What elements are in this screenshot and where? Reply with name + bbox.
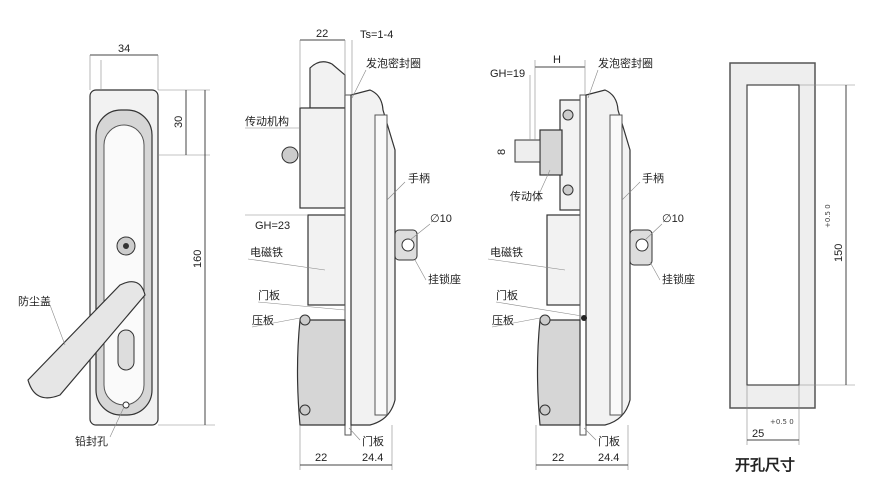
cutout-view: 150 +0.5 0 25 +0.5 0 开孔尺寸 bbox=[729, 62, 855, 474]
handle-label: 手柄 bbox=[408, 171, 430, 185]
diameter-dim: ∅10 bbox=[430, 213, 452, 225]
shaft-dim: 8 bbox=[496, 149, 508, 155]
gh-dim: GH=23 bbox=[255, 220, 290, 232]
handle-label: 手柄 bbox=[642, 171, 664, 185]
keyhole-lower bbox=[117, 329, 135, 371]
foam-seal-label: 发泡密封圈 bbox=[366, 56, 421, 70]
cutout-width-dim: 25 bbox=[752, 428, 764, 440]
bottom-dim-right: 24.4 bbox=[362, 452, 383, 464]
shaft bbox=[539, 129, 563, 176]
pressure-plate bbox=[536, 319, 581, 426]
cutout-opening bbox=[746, 84, 800, 386]
h-dim: H bbox=[553, 54, 561, 66]
front-view: 34 30 160 防尘盖 铅封孔 bbox=[18, 43, 215, 448]
door-label-lower: 门板 bbox=[598, 434, 620, 448]
bottom-dim-right: 24.4 bbox=[598, 452, 619, 464]
drive-mechanism bbox=[299, 107, 346, 209]
lock-housing bbox=[585, 89, 631, 426]
foam-seal-label: 发泡密封圈 bbox=[598, 56, 653, 70]
seal-hole-label: 铅封孔 bbox=[75, 434, 108, 448]
pressure-plate bbox=[296, 319, 346, 426]
dust-cover bbox=[27, 281, 146, 399]
cutout-height-dim: 150 bbox=[833, 244, 845, 262]
magnet bbox=[307, 214, 346, 306]
cutout-title: 开孔尺寸 bbox=[735, 456, 795, 474]
side-view-2: H GH=19 发泡密封圈 8 传动体 手柄 ∅10 电磁铁 挂锁座 门板 压板… bbox=[487, 54, 695, 470]
magnet-label: 电磁铁 bbox=[490, 246, 523, 259]
cutout-width-tol: +0.5 0 bbox=[770, 418, 794, 426]
ts-dim: Ts=1-4 bbox=[360, 29, 393, 41]
width-dim: 34 bbox=[118, 43, 130, 55]
door-panel bbox=[579, 94, 587, 436]
seal-hole bbox=[122, 401, 130, 409]
magnet-label: 电磁铁 bbox=[250, 246, 283, 259]
dust-cover-label: 防尘盖 bbox=[18, 294, 51, 308]
door-label-upper: 门板 bbox=[258, 288, 280, 302]
plate-label: 压板 bbox=[492, 313, 514, 327]
padlock-label: 挂锁座 bbox=[428, 272, 461, 286]
door-label-upper: 门板 bbox=[496, 288, 518, 302]
cutout-height-tol: +0.5 0 bbox=[824, 204, 832, 228]
gh-dim: GH=19 bbox=[490, 68, 525, 80]
padlock-label: 挂锁座 bbox=[662, 272, 695, 286]
magnet bbox=[546, 214, 586, 306]
drive-label: 传动体 bbox=[510, 189, 543, 203]
side-view-1: 22 Ts=1-4 发泡密封圈 传动机构 手柄 GH=23 ∅10 电磁铁 挂锁… bbox=[245, 28, 461, 470]
plate-label: 压板 bbox=[252, 313, 274, 327]
bottom-dim-left: 22 bbox=[552, 452, 564, 464]
drive-label: 传动机构 bbox=[245, 114, 289, 128]
lock-housing bbox=[350, 89, 396, 426]
door-panel bbox=[344, 94, 352, 436]
diameter-dim: ∅10 bbox=[662, 213, 684, 225]
top-dim: 30 bbox=[173, 116, 185, 128]
height-dim: 160 bbox=[192, 250, 204, 268]
depth-dim: 22 bbox=[316, 28, 328, 40]
bottom-dim-left: 22 bbox=[315, 452, 327, 464]
door-label-lower: 门板 bbox=[362, 434, 384, 448]
